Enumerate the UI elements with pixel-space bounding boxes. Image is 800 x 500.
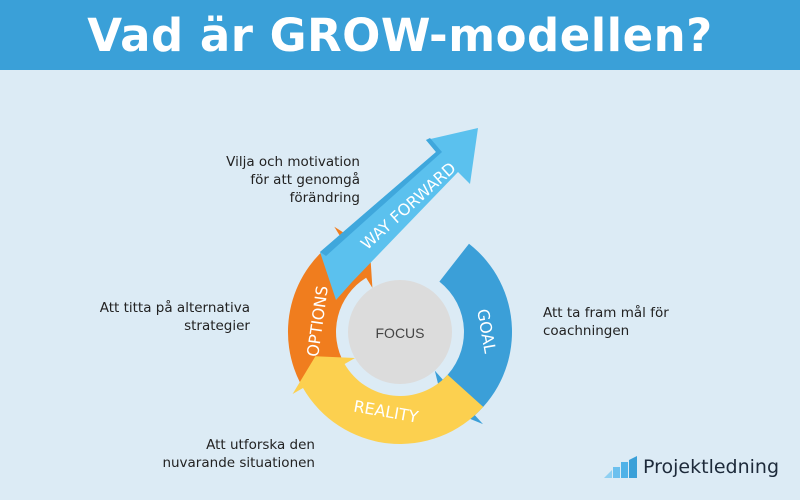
projektledning-logo: Projektledning <box>604 456 779 478</box>
description-line: Att titta på alternativa <box>99 300 250 316</box>
reality-arrow <box>292 356 484 444</box>
description-line: coachningen <box>543 323 630 339</box>
logo-text: Projektledning <box>643 456 780 478</box>
focus-circle <box>348 280 452 384</box>
way-forward-description: Vilja och motivation för att genomgå för… <box>150 153 360 207</box>
goal-arrow <box>434 243 513 425</box>
page-title: Vad är GROW-modellen? <box>87 8 713 62</box>
description-line: Att utforska den <box>206 437 315 453</box>
way-forward-label: WAY FORWARD <box>357 158 460 253</box>
bar-chart-logo-icon <box>604 456 637 478</box>
description-line: Vilja och motivation <box>226 154 360 170</box>
reality-description: Att utforska den nuvarande situationen <box>110 436 315 472</box>
description-line: strategier <box>184 318 250 334</box>
title-banner: Vad är GROW-modellen? <box>0 0 800 70</box>
focus-label: FOCUS <box>376 325 425 341</box>
description-line: för att genomgå <box>250 172 360 188</box>
description-line: förändring <box>289 190 360 206</box>
description-line: nuvarande situationen <box>162 455 315 471</box>
description-line: Att ta fram mål för <box>543 305 669 321</box>
goal-description: Att ta fram mål för coachningen <box>543 304 743 340</box>
options-description: Att titta på alternativa strategier <box>50 299 250 335</box>
way-forward-arrow <box>320 128 478 300</box>
way-forward-arrow-shade <box>320 138 442 256</box>
